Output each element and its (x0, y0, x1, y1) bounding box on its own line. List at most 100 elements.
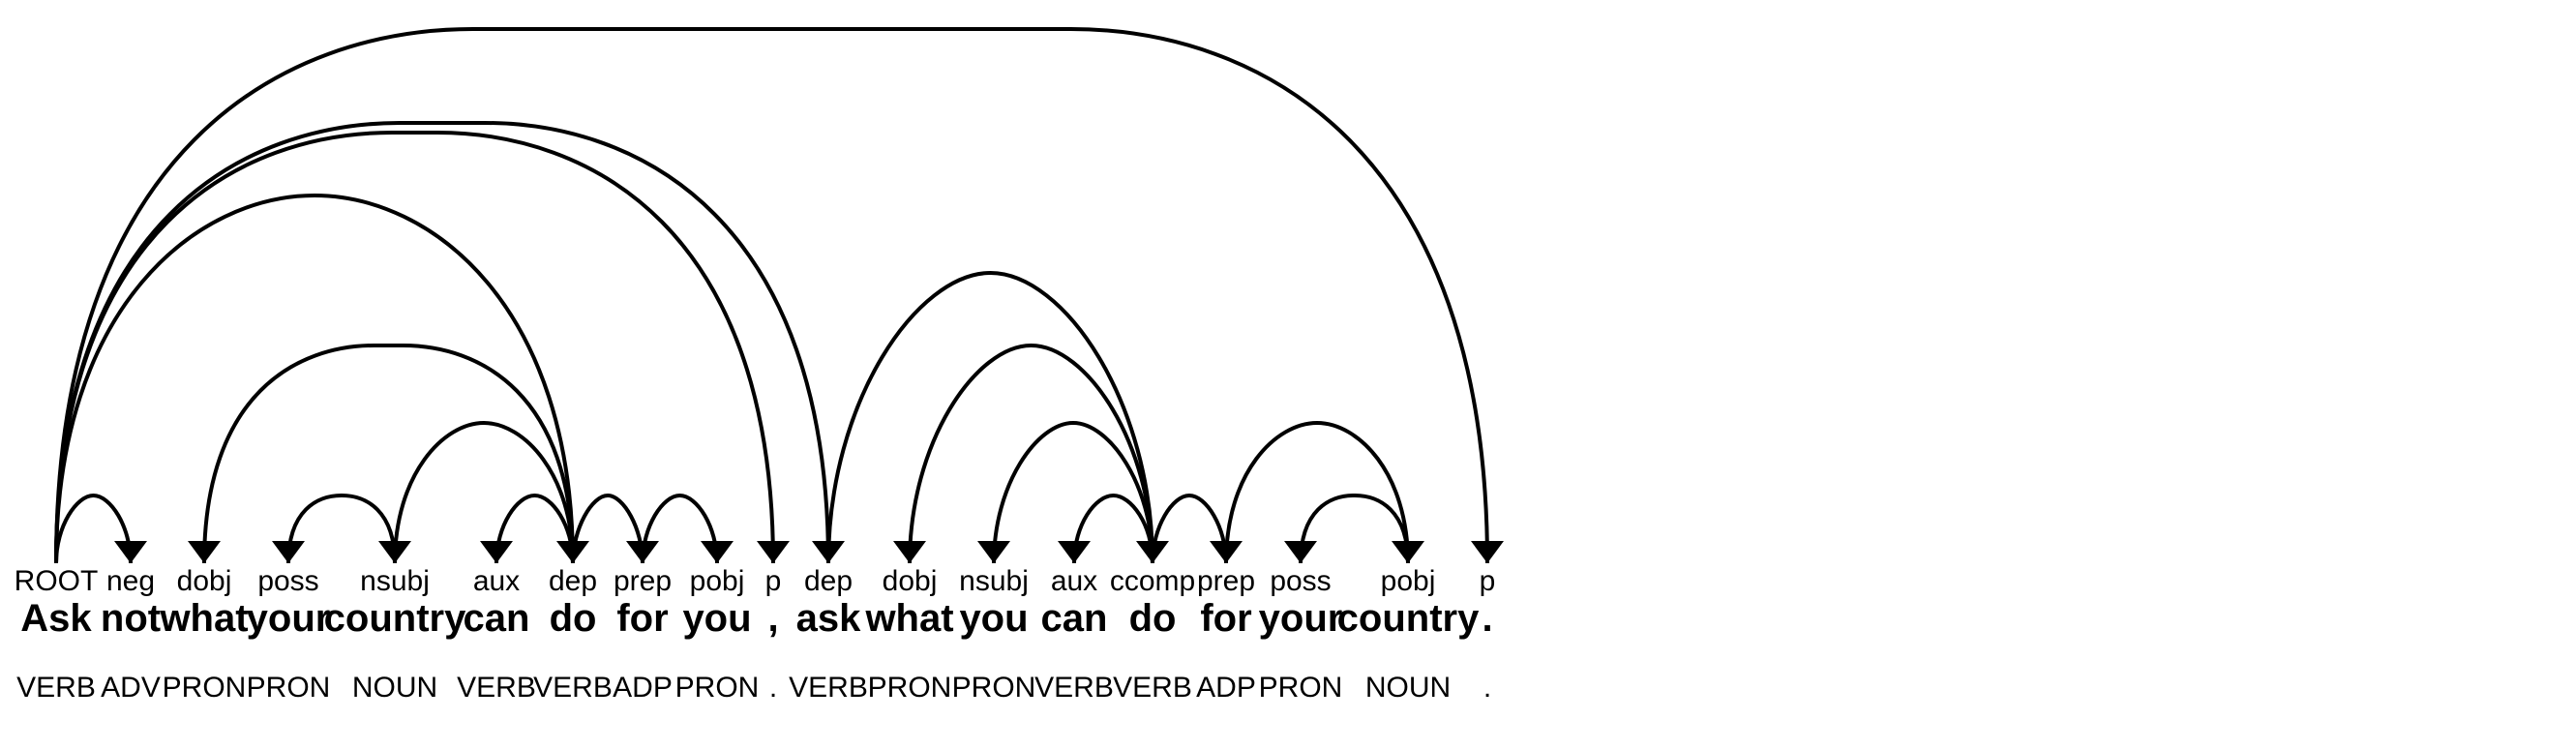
pos-tag-14: VERB (1113, 672, 1192, 704)
pos-tag-5: VERB (457, 672, 536, 704)
arrowhead-a3 (378, 541, 411, 563)
pos-tag-2: PRON (163, 672, 247, 704)
arc-path-a7 (641, 493, 719, 564)
dep-label-10: dep (804, 565, 853, 597)
arrowhead-a4 (480, 541, 513, 563)
pos-tag-7: ADP (613, 672, 673, 704)
arc-path-a8 (54, 131, 775, 564)
token-word-9[interactable]: , (767, 597, 778, 640)
pos-tag-11: PRON (868, 672, 952, 704)
dep-label-5: aux (473, 565, 520, 597)
token-word-18[interactable]: . (1482, 597, 1492, 640)
token-word-6[interactable]: do (550, 597, 597, 640)
arc-path-a12 (1072, 493, 1154, 564)
token-word-15[interactable]: for (1200, 597, 1251, 640)
pos-tag-15: ADP (1196, 672, 1256, 704)
token-word-11[interactable]: what (864, 597, 953, 640)
arc-path-a3 (393, 420, 575, 564)
pos-tag-8: PRON (675, 672, 760, 704)
token-word-7[interactable]: for (616, 597, 668, 640)
token-word-13[interactable]: can (1041, 597, 1108, 640)
arc-path-a6 (571, 493, 644, 564)
dep-label-7: prep (614, 565, 672, 597)
dep-label-17: pobj (1381, 565, 1436, 597)
dep-label-14: ccomp (1110, 565, 1195, 597)
dep-label-15: prep (1197, 565, 1255, 597)
token-word-16[interactable]: your (1259, 597, 1343, 640)
pos-tag-4: NOUN (352, 672, 437, 704)
token-word-4[interactable]: country (324, 597, 466, 640)
arc-path-a0 (54, 493, 133, 564)
arrowhead-a1 (188, 541, 221, 563)
token-word-10[interactable]: ask (796, 597, 861, 640)
token-word-8[interactable]: you (682, 597, 751, 640)
pos-tag-3: PRON (247, 672, 331, 704)
dependency-arc (480, 493, 575, 564)
dependency-arc (54, 193, 589, 564)
pos-tag-18: . (1483, 672, 1491, 704)
arc-path-a17 (54, 27, 1489, 564)
arrowhead-a2 (272, 541, 305, 563)
arc-path-a10 (908, 343, 1154, 564)
dependency-arc (54, 27, 1504, 564)
arc-path-a5 (54, 193, 575, 564)
dependency-arc (1284, 494, 1410, 564)
dep-label-8: pobj (690, 565, 745, 597)
arc-path-a9 (54, 121, 830, 564)
arcs-layer (54, 27, 1504, 564)
dependency-arc (1058, 493, 1154, 564)
dep-label-2: dobj (177, 565, 232, 597)
pos-tag-0: VERB (16, 672, 96, 704)
arc-path-a13 (826, 270, 1154, 564)
dependency-arc (1224, 420, 1424, 564)
pos-tag-16: PRON (1259, 672, 1343, 704)
dependency-arc (188, 344, 575, 564)
dep-label-4: nsubj (360, 565, 430, 597)
token-word-2[interactable]: what (159, 597, 248, 640)
arc-path-a2 (286, 494, 397, 564)
pos-tag-17: NOUN (1365, 672, 1451, 704)
dep-label-13: aux (1051, 565, 1097, 597)
dependency-arc (893, 343, 1154, 564)
arrowhead-a16 (1392, 541, 1424, 563)
arrowhead-a11 (977, 541, 1010, 563)
arrowhead-a10 (893, 541, 926, 563)
dep-label-12: nsubj (959, 565, 1029, 597)
dep-label-1: neg (106, 565, 155, 597)
arc-path-a15 (1299, 494, 1410, 564)
token-word-1[interactable]: not (101, 597, 161, 640)
pos-tag-9: . (769, 672, 777, 704)
dep-label-6: dep (549, 565, 597, 597)
arc-path-a4 (494, 493, 575, 564)
dependency-arc (378, 420, 575, 564)
arc-path-a11 (992, 420, 1154, 564)
token-word-12[interactable]: you (959, 597, 1028, 640)
dependency-arc (571, 493, 659, 564)
dep-label-9: p (765, 565, 782, 597)
arrowhead-a17 (1471, 541, 1504, 563)
dependency-arc (54, 121, 845, 564)
dep-label-11: dobj (883, 565, 938, 597)
arrowhead-a8 (757, 541, 790, 563)
dependency-arc (977, 420, 1154, 564)
arrowhead-a7 (701, 541, 734, 563)
token-word-5[interactable]: can (464, 597, 530, 640)
token-word-0[interactable]: Ask (20, 597, 92, 640)
dep-label-16: poss (1270, 565, 1331, 597)
arrowhead-a0 (114, 541, 147, 563)
token-word-14[interactable]: do (1129, 597, 1177, 640)
dep-label-0: ROOT (15, 565, 99, 597)
arrowhead-a12 (1058, 541, 1091, 563)
token-word-17[interactable]: country (1337, 597, 1480, 640)
arc-path-a16 (1224, 420, 1410, 564)
pos-tag-1: ADV (101, 672, 161, 704)
dep-label-3: poss (257, 565, 318, 597)
arc-path-a14 (1151, 493, 1228, 564)
arc-path-a1 (202, 344, 575, 564)
pos-tag-10: VERB (789, 672, 868, 704)
token-word-3[interactable]: your (247, 597, 331, 640)
arrowhead-a15 (1284, 541, 1317, 563)
